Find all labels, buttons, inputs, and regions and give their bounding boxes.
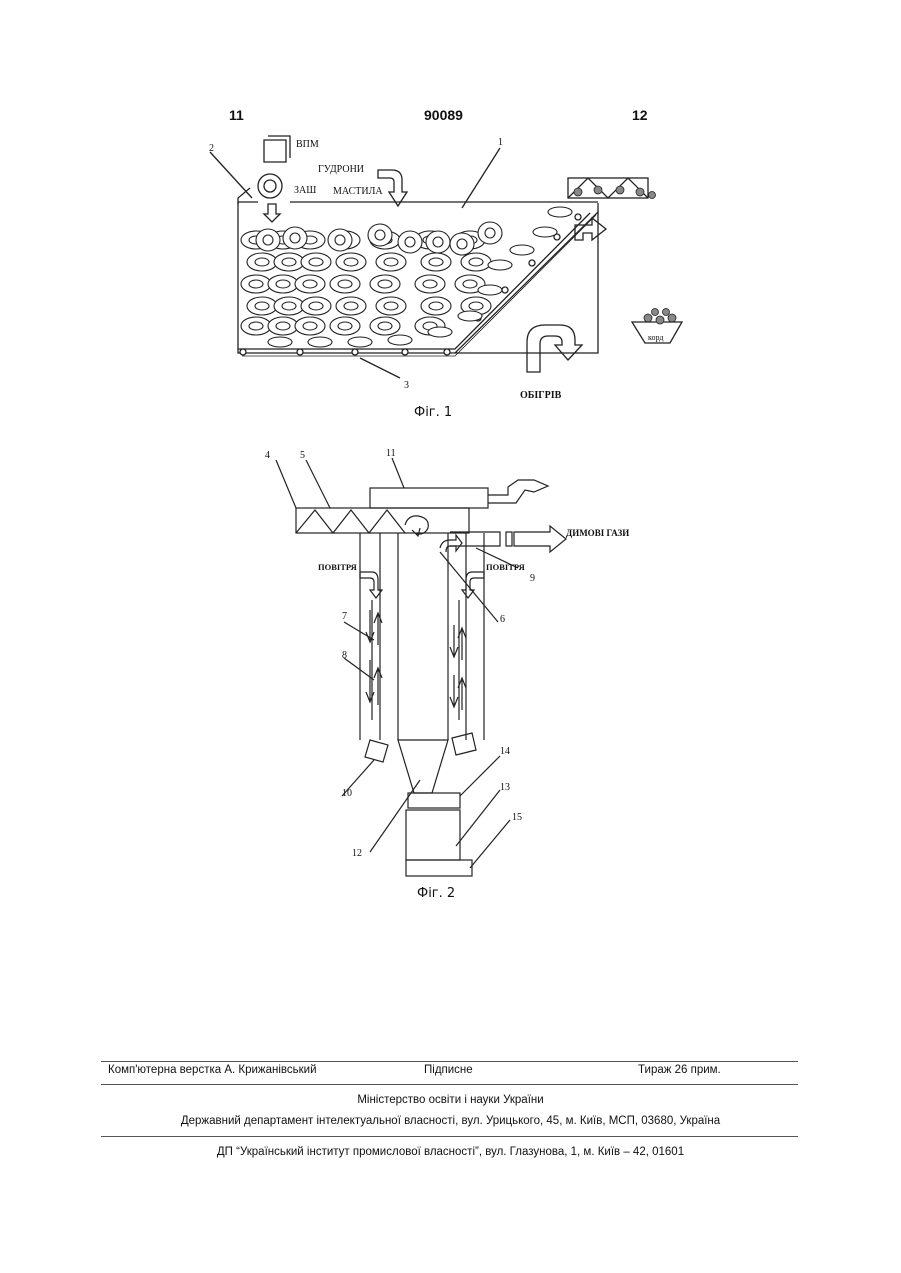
flattened-tire [308, 337, 332, 347]
tire-ring-hole [375, 230, 385, 240]
ref-7: 7 [342, 611, 347, 622]
footer-department: Державний департамент інтелектуальної вл… [0, 1115, 901, 1127]
ref-13: 13 [500, 782, 510, 793]
tire-ring-hole [344, 302, 358, 310]
figure-1-caption: Фіг. 1 [414, 405, 452, 420]
flattened-tire [458, 311, 482, 321]
flattened-tire [533, 227, 557, 237]
tire-ring-hole [429, 258, 443, 266]
tire-ring-hole [303, 280, 317, 288]
footer-circulation: Тираж 26 прим. [638, 1064, 721, 1076]
ref-1: 1 [498, 137, 503, 148]
footer-rule-top [101, 1061, 798, 1062]
flattened-tire [488, 260, 512, 270]
figure-1-drawing [0, 0, 901, 430]
flattened-tire [510, 245, 534, 255]
tire-ring-hole [309, 302, 323, 310]
footer-institute: ДП “Український інститут промислової вла… [0, 1146, 901, 1158]
tire-ring-hole [457, 239, 467, 249]
tire-ring-hole [378, 280, 392, 288]
label-povitria-left: ПОВІТРЯ [318, 562, 357, 572]
tire-ring-hole [263, 235, 273, 245]
ref-5: 5 [300, 450, 305, 461]
tire-ring-hole [433, 237, 443, 247]
tire-ring-hole [469, 258, 483, 266]
ref-14: 14 [500, 746, 510, 757]
tire-ring-hole [303, 322, 317, 330]
tire-ring-hole [276, 322, 290, 330]
ref-10: 10 [342, 788, 352, 799]
tire-ring-hole [255, 302, 269, 310]
ref-6: 6 [500, 614, 505, 625]
label-kord: корд [648, 333, 663, 342]
footer-rule-middle [101, 1084, 798, 1085]
ref-15: 15 [512, 812, 522, 823]
flattened-tire [388, 335, 412, 345]
ref-8: 8 [342, 650, 347, 661]
tire-ring-hole [249, 322, 263, 330]
tire-ring-hole [338, 280, 352, 288]
tire-ring-hole [282, 302, 296, 310]
ref-2: 2 [209, 143, 214, 154]
ref-4: 4 [265, 450, 270, 461]
tire-ring-hole [485, 228, 495, 238]
tire-ring-hole [276, 280, 290, 288]
tire-ring-hole [423, 280, 437, 288]
label-zash: ЗАШ [294, 185, 316, 196]
ref-11: 11 [386, 448, 396, 459]
tire-ring-hole [335, 235, 345, 245]
tire-ring-hole [384, 258, 398, 266]
ref-9: 9 [530, 573, 535, 584]
ref-3: 3 [404, 380, 409, 391]
flattened-tire [548, 207, 572, 217]
label-obigriv: ОБІГРІВ [520, 390, 561, 401]
tire-ring-hole [378, 322, 392, 330]
label-mastyla: МАСТИЛА [333, 186, 383, 197]
label-povitria-right: ПОВІТРЯ [486, 562, 525, 572]
label-vpm: ВПМ [296, 139, 319, 150]
footer-signed: Підписне [424, 1064, 473, 1076]
tire-ring-hole [249, 280, 263, 288]
tire-ring-hole [338, 322, 352, 330]
figure-2-caption: Фіг. 2 [417, 886, 455, 901]
tire-ring-hole [384, 302, 398, 310]
ref-12: 12 [352, 848, 362, 859]
tire-ring-hole [309, 258, 323, 266]
flattened-tire [478, 285, 502, 295]
flattened-tire [428, 327, 452, 337]
tire-ring-hole [290, 233, 300, 243]
tire-ring-hole [344, 258, 358, 266]
flattened-tire [268, 337, 292, 347]
figure-2-drawing [0, 440, 901, 900]
flattened-tire [348, 337, 372, 347]
tire-ring-hole [429, 302, 443, 310]
tire-ring-hole [255, 258, 269, 266]
footer-ministry: Міністерство освіти і науки України [0, 1094, 901, 1106]
footer-typesetter: Комп'ютерна верстка А. Крижанівський [108, 1064, 317, 1076]
label-dymovi-gazy: ДИМОВІ ГАЗИ [566, 528, 629, 538]
tire-ring-hole [282, 258, 296, 266]
label-gudrony: ГУДРОНИ [318, 164, 364, 175]
tire-ring-hole [405, 237, 415, 247]
tire-ring-hole [469, 302, 483, 310]
footer-rule-bottom [101, 1136, 798, 1137]
tire-ring-hole [463, 280, 477, 288]
